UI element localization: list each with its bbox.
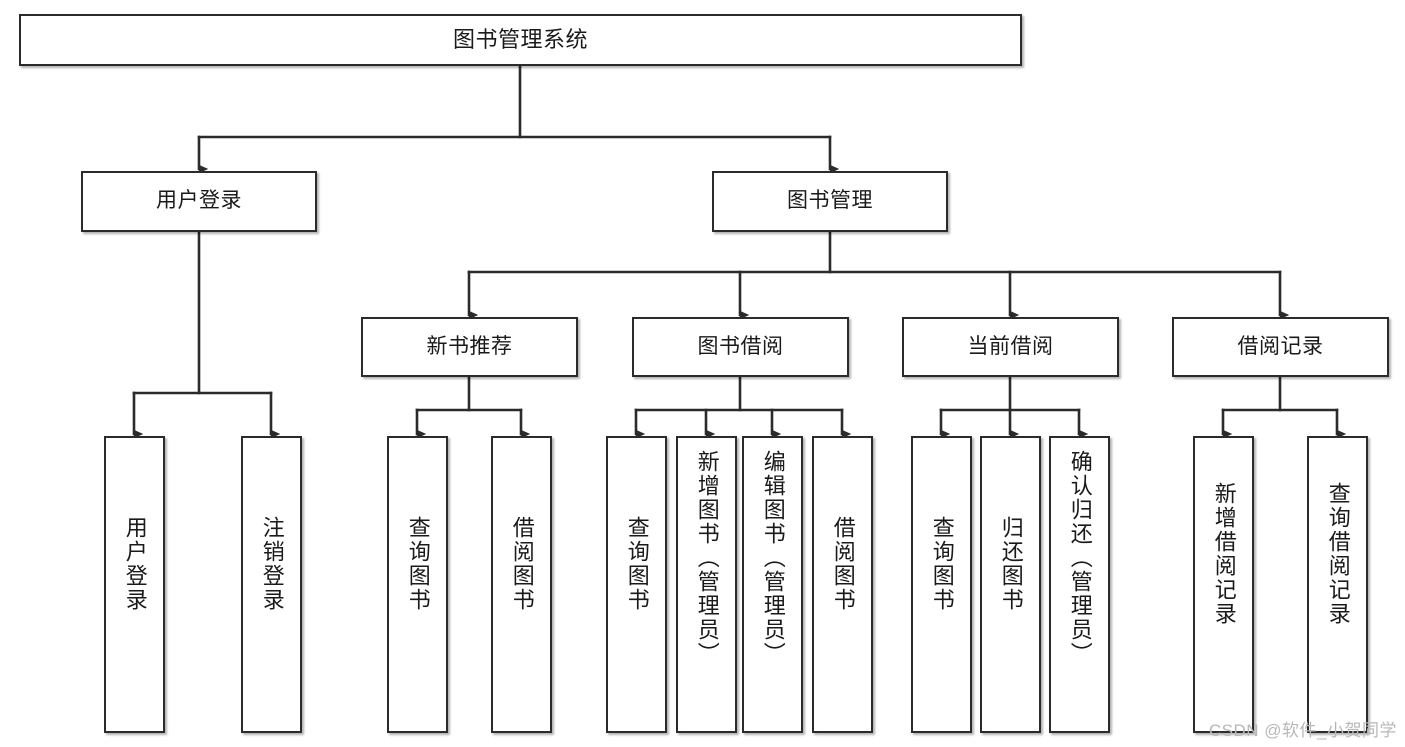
node-current-borrow-label: 当前借阅 (967, 334, 1054, 358)
node-root[interactable]: 图书管理系统 (19, 14, 1022, 66)
node-leaf-query-record[interactable]: 查询借阅记录 (1307, 436, 1368, 733)
node-leaf-user-login-label: 用户登录 (122, 516, 148, 612)
node-leaf-add-record-label: 新增借阅记录 (1211, 482, 1237, 626)
node-leaf-add-record[interactable]: 新增借阅记录 (1193, 436, 1254, 733)
node-leaf-return-books[interactable]: 归还图书 (980, 436, 1041, 733)
node-user-login-label: 用户登录 (156, 189, 242, 213)
node-leaf-edit-book[interactable]: 编辑图书（管理员） (742, 436, 803, 733)
node-new-book-recommend-label: 新书推荐 (426, 334, 513, 358)
node-leaf-query-books-2-label: 查询图书 (624, 516, 650, 612)
node-new-book-recommend[interactable]: 新书推荐 (361, 317, 578, 377)
node-leaf-borrow-books-2[interactable]: 借阅图书 (812, 436, 873, 733)
node-leaf-query-books-1[interactable]: 查询图书 (387, 436, 448, 733)
node-leaf-confirm-return-label: 确认归还（管理员） (1067, 450, 1093, 666)
csdn-watermark: CSDN @软件_小贺同学 (1208, 721, 1397, 740)
node-root-label: 图书管理系统 (452, 27, 588, 53)
node-leaf-return-books-label: 归还图书 (998, 516, 1024, 612)
node-leaf-borrow-books-1[interactable]: 借阅图书 (491, 436, 552, 733)
node-leaf-query-record-label: 查询借阅记录 (1325, 482, 1351, 626)
node-book-borrow[interactable]: 图书借阅 (632, 317, 849, 377)
node-book-management[interactable]: 图书管理 (712, 171, 948, 232)
node-current-borrow[interactable]: 当前借阅 (902, 317, 1119, 377)
node-leaf-add-book[interactable]: 新增图书（管理员） (676, 436, 737, 733)
node-borrow-record-label: 借阅记录 (1237, 334, 1324, 358)
node-leaf-borrow-books-2-label: 借阅图书 (830, 516, 856, 612)
node-leaf-query-books-1-label: 查询图书 (405, 516, 431, 612)
node-leaf-query-books-3-label: 查询图书 (929, 516, 955, 612)
node-leaf-query-books-2[interactable]: 查询图书 (606, 436, 667, 733)
node-leaf-add-book-label: 新增图书（管理员） (694, 450, 720, 666)
node-leaf-confirm-return[interactable]: 确认归还（管理员） (1049, 436, 1110, 733)
node-leaf-borrow-books-1-label: 借阅图书 (509, 516, 535, 612)
node-user-login[interactable]: 用户登录 (81, 171, 317, 232)
node-borrow-record[interactable]: 借阅记录 (1172, 317, 1389, 377)
node-book-borrow-label: 图书借阅 (697, 334, 784, 358)
node-leaf-query-books-3[interactable]: 查询图书 (911, 436, 972, 733)
node-leaf-edit-book-label: 编辑图书（管理员） (760, 450, 786, 666)
node-leaf-user-login[interactable]: 用户登录 (104, 436, 165, 733)
node-leaf-logout-label: 注销登录 (259, 516, 285, 612)
node-leaf-logout[interactable]: 注销登录 (241, 436, 302, 733)
node-book-management-label: 图书管理 (787, 189, 873, 213)
